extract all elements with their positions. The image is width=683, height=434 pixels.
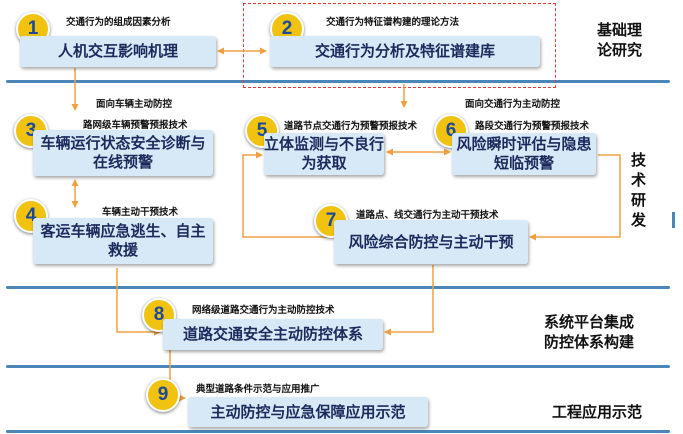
step-badge-9: 9: [146, 378, 180, 412]
node-7-box: 风险综合防控与主动干预: [334, 220, 528, 264]
node-2-text: 交通行为分析及特征谱建库: [314, 42, 495, 60]
arrow-6-7: [529, 154, 621, 241]
node-5-box: 立体监测与不良行为获取: [264, 133, 384, 175]
node-6-caption: 路段交通行为预警预报技术: [475, 121, 590, 132]
side-label-platform: 系统平台集成 防控体系构建: [544, 312, 634, 352]
side-label-application: 工程应用示范: [552, 403, 643, 421]
highlight-frame: [243, 3, 556, 88]
node-5-text: 立体监测与不良行为获取: [264, 135, 385, 172]
node-8-text: 道路交通安全主动防控体系: [182, 325, 363, 343]
node-3-caption: 路网级车辆预警预报技术: [83, 120, 188, 131]
side-label-platform-line2: 防控体系构建: [544, 333, 635, 351]
section-divider-platform: [6, 365, 670, 368]
node-1-text: 人机交互影响机理: [57, 42, 178, 60]
node-1-caption: 交通行为的组成因素分析: [66, 17, 171, 28]
node-6-box: 风险瞬时评估与隐患短临预警: [452, 133, 596, 175]
side-label-foundation-line2: 论研究: [597, 41, 643, 59]
right-edge-mark: [672, 212, 675, 228]
node-4-caption: 车辆主动干预技术: [102, 207, 179, 218]
side-label-platform-line1: 系统平台集成: [544, 313, 635, 331]
vehicle-group-caption: 面向车辆主动防控: [96, 99, 173, 110]
step-badge-8: 8: [142, 298, 176, 332]
side-label-tech: 技 术 研 发: [631, 150, 646, 230]
arrow-7-8: [384, 265, 434, 336]
side-label-tech-line2: 术: [631, 171, 647, 189]
node-8-box: 道路交通安全主动防控体系: [163, 319, 383, 350]
node-2-caption: 交通行为特征谱构建的理论方法: [326, 17, 460, 28]
arrow-7-5: [242, 151, 330, 238]
arrow-4-8: [116, 268, 161, 336]
node-5-caption: 道路节点交通行为预警预报技术: [284, 121, 418, 132]
node-6-text: 风险瞬时评估与隐患短临预警: [456, 135, 592, 172]
node-4-box: 客运车辆应急逃生、自主救援: [33, 218, 213, 264]
node-2-box: 交通行为分析及特征谱建库: [270, 36, 540, 67]
side-label-tech-line1: 技: [631, 151, 647, 169]
side-label-tech-line4: 发: [631, 211, 647, 229]
node-8-caption: 网络级道路交通行为主动防控技术: [192, 305, 335, 316]
node-3-box: 车辆运行状态安全诊断与在线预警: [33, 130, 213, 176]
node-7-text: 风险综合防控与主动干预: [348, 232, 514, 251]
side-label-foundation-line1: 基础理: [597, 21, 643, 39]
node-1-box: 人机交互影响机理: [20, 36, 216, 67]
node-3-text: 车辆运行状态安全诊断与在线预警: [40, 134, 206, 171]
node-9-box: 主动防控与应急保障应用示范: [188, 397, 428, 427]
node-9-text: 主动防控与应急保障应用示范: [210, 402, 406, 421]
node-9-caption: 典型道路条件示范与应用推广: [196, 384, 320, 395]
node-7-caption: 道路点、线交通行为主动干预技术: [356, 210, 499, 221]
section-divider-tech: [6, 286, 670, 289]
section-divider-bottom: [6, 430, 670, 433]
node-4-text: 客运车辆应急逃生、自主救援: [40, 222, 206, 259]
side-label-foundation: 基础理 论研究: [597, 20, 642, 60]
section-divider-foundation: [6, 80, 670, 83]
side-label-tech-line3: 研: [631, 191, 647, 209]
traffic-group-caption: 面向交通行为主动防控: [465, 99, 561, 110]
step-badge-4: 4: [14, 199, 48, 233]
